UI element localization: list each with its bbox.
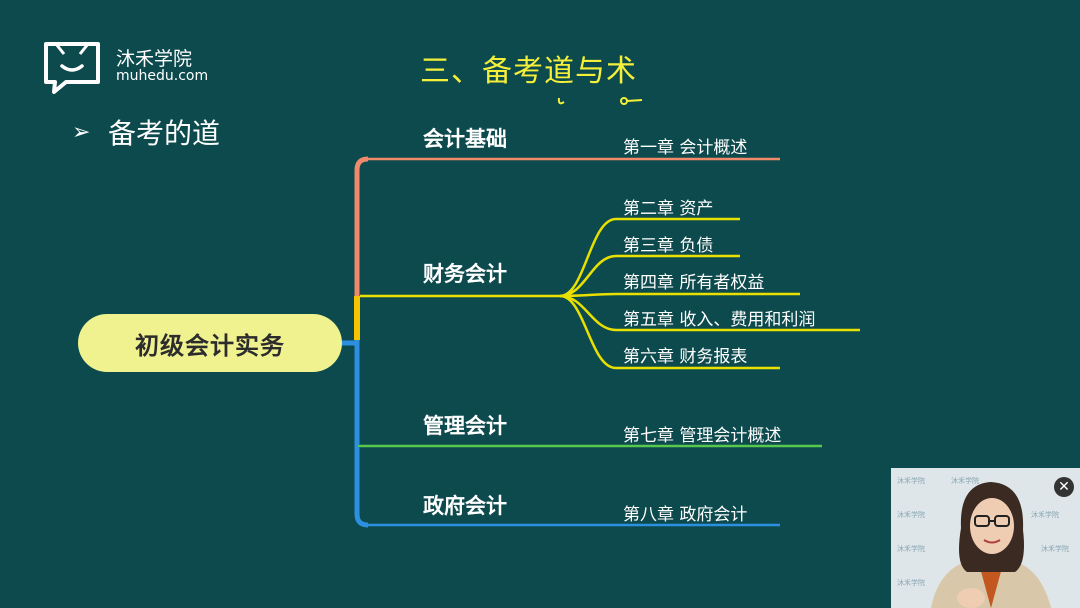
- arrow-right-icon: ➢: [72, 120, 91, 145]
- webcam-watermark: 沐禾学院: [897, 579, 925, 587]
- leaf-chapter-1: 第一章 会计概述: [623, 138, 748, 158]
- title-decoration: [557, 97, 643, 105]
- webcam-watermark: 沐禾学院: [897, 477, 925, 485]
- webcam-watermark: 沐禾学院: [1031, 511, 1059, 519]
- bullet-text: 备考的道: [108, 117, 221, 150]
- slide-title: 三、备考道与术: [420, 54, 637, 89]
- logo-name: 沐禾学院: [116, 48, 193, 70]
- logo-url: muhedu.com: [116, 68, 209, 84]
- webcam-watermark: 沐禾学院: [1041, 545, 1069, 553]
- webcam-video[interactable]: 沐禾学院 沐禾学院 沐禾学院 沐禾学院 沐禾学院 沐禾学院 沐禾学院: [891, 468, 1080, 608]
- presenter-figure: [931, 482, 1051, 608]
- webcam-watermark: 沐禾学院: [897, 511, 925, 519]
- center-node: 初级会计实务: [78, 314, 342, 372]
- branch-label-accounting-basics: 会计基础: [423, 127, 507, 151]
- chat-bubble-icon: [44, 42, 100, 94]
- webcam-watermark: 沐禾学院: [951, 477, 979, 485]
- leaf-chapter-5: 第五章 收入、费用和利润: [623, 310, 816, 330]
- branch-label-government-accounting: 政府会计: [423, 494, 507, 518]
- leaf-chapter-3: 第三章 负债: [623, 236, 714, 256]
- leaf-chapter-2: 第二章 资产: [623, 199, 714, 219]
- branch-label-management-accounting: 管理会计: [423, 414, 507, 438]
- close-icon[interactable]: ✕: [1054, 477, 1074, 497]
- webcam-watermark: 沐禾学院: [897, 545, 925, 553]
- logo: 沐禾学院 muhedu.com: [40, 38, 210, 98]
- leaf-chapter-4: 第四章 所有者权益: [623, 273, 765, 293]
- branch-label-financial-accounting: 财务会计: [423, 262, 507, 286]
- leaf-chapter-8: 第八章 政府会计: [623, 505, 748, 525]
- leaf-chapter-7: 第七章 管理会计概述: [623, 426, 782, 446]
- leaf-chapter-6: 第六章 财务报表: [623, 347, 748, 367]
